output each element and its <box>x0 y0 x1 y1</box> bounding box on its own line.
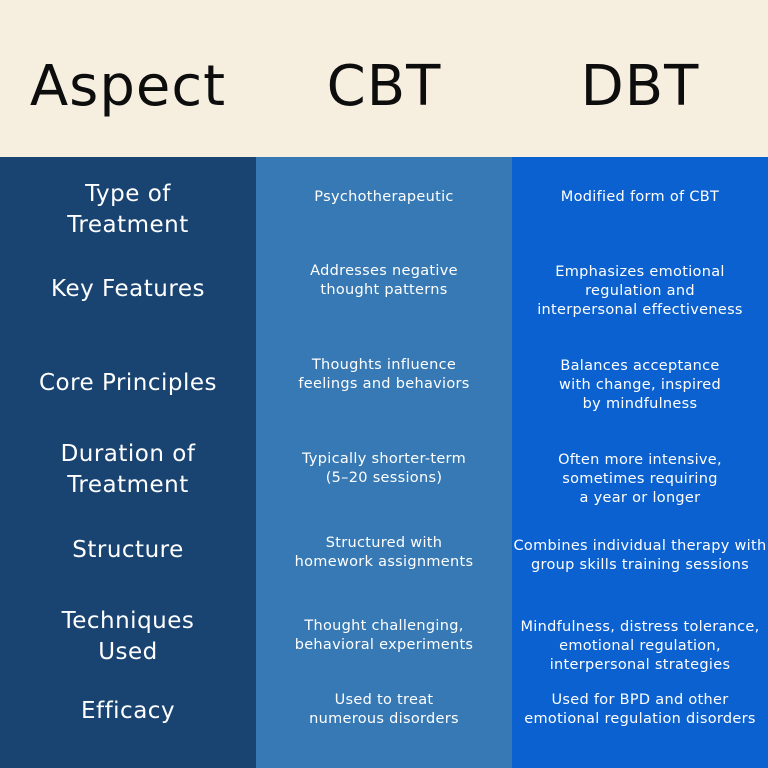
cbt-duration-of-treatment: Typically shorter-term (5–20 sessions) <box>301 451 466 486</box>
dbt-type-of-treatment: Modified form of CBT <box>560 188 720 205</box>
dbt-efficacy: Used for BPD and other emotional regulat… <box>524 692 756 727</box>
cbt-structure: Structured with homework assignments <box>294 535 474 570</box>
aspect-column <box>0 157 256 768</box>
cbt-key-features: Addresses negative thought patterns <box>310 263 458 298</box>
dbt-techniques-used: Mindfulness, distress tolerance, emotion… <box>520 618 760 673</box>
dbt-key-features: Emphasizes emotional regulation and inte… <box>537 263 743 318</box>
dbt-column <box>512 157 768 768</box>
table-header: Aspect CBT DBT <box>0 0 768 157</box>
aspect-duration-of-treatment: Duration of Treatment <box>60 441 196 498</box>
aspect-key-features: Key Features <box>51 275 205 302</box>
aspect-core-principles: Core Principles <box>38 369 218 396</box>
cbt-core-principles: Thoughts influence feelings and behavior… <box>298 357 470 392</box>
header-cbt: CBT <box>326 54 442 119</box>
header-dbt: DBT <box>580 54 700 119</box>
cbt-column <box>256 157 512 768</box>
dbt-core-principles: Balances acceptance with change, inspire… <box>558 357 722 412</box>
cbt-efficacy: Used to treat numerous disorders <box>309 692 459 727</box>
aspect-efficacy: Efficacy <box>80 697 176 724</box>
dbt-structure: Combines individual therapy with group s… <box>513 538 767 573</box>
header-aspect: Aspect <box>29 54 227 119</box>
aspect-type-of-treatment: Type of Treatment <box>67 181 189 238</box>
aspect-structure: Structure <box>72 536 184 563</box>
cbt-techniques-used: Thought challenging, behavioral experime… <box>294 618 474 653</box>
aspect-techniques-used: Techniques Used <box>61 608 195 665</box>
dbt-duration-of-treatment: Often more intensive, sometimes requirin… <box>558 451 722 506</box>
cbt-type-of-treatment: Psychotherapeutic <box>314 188 454 205</box>
